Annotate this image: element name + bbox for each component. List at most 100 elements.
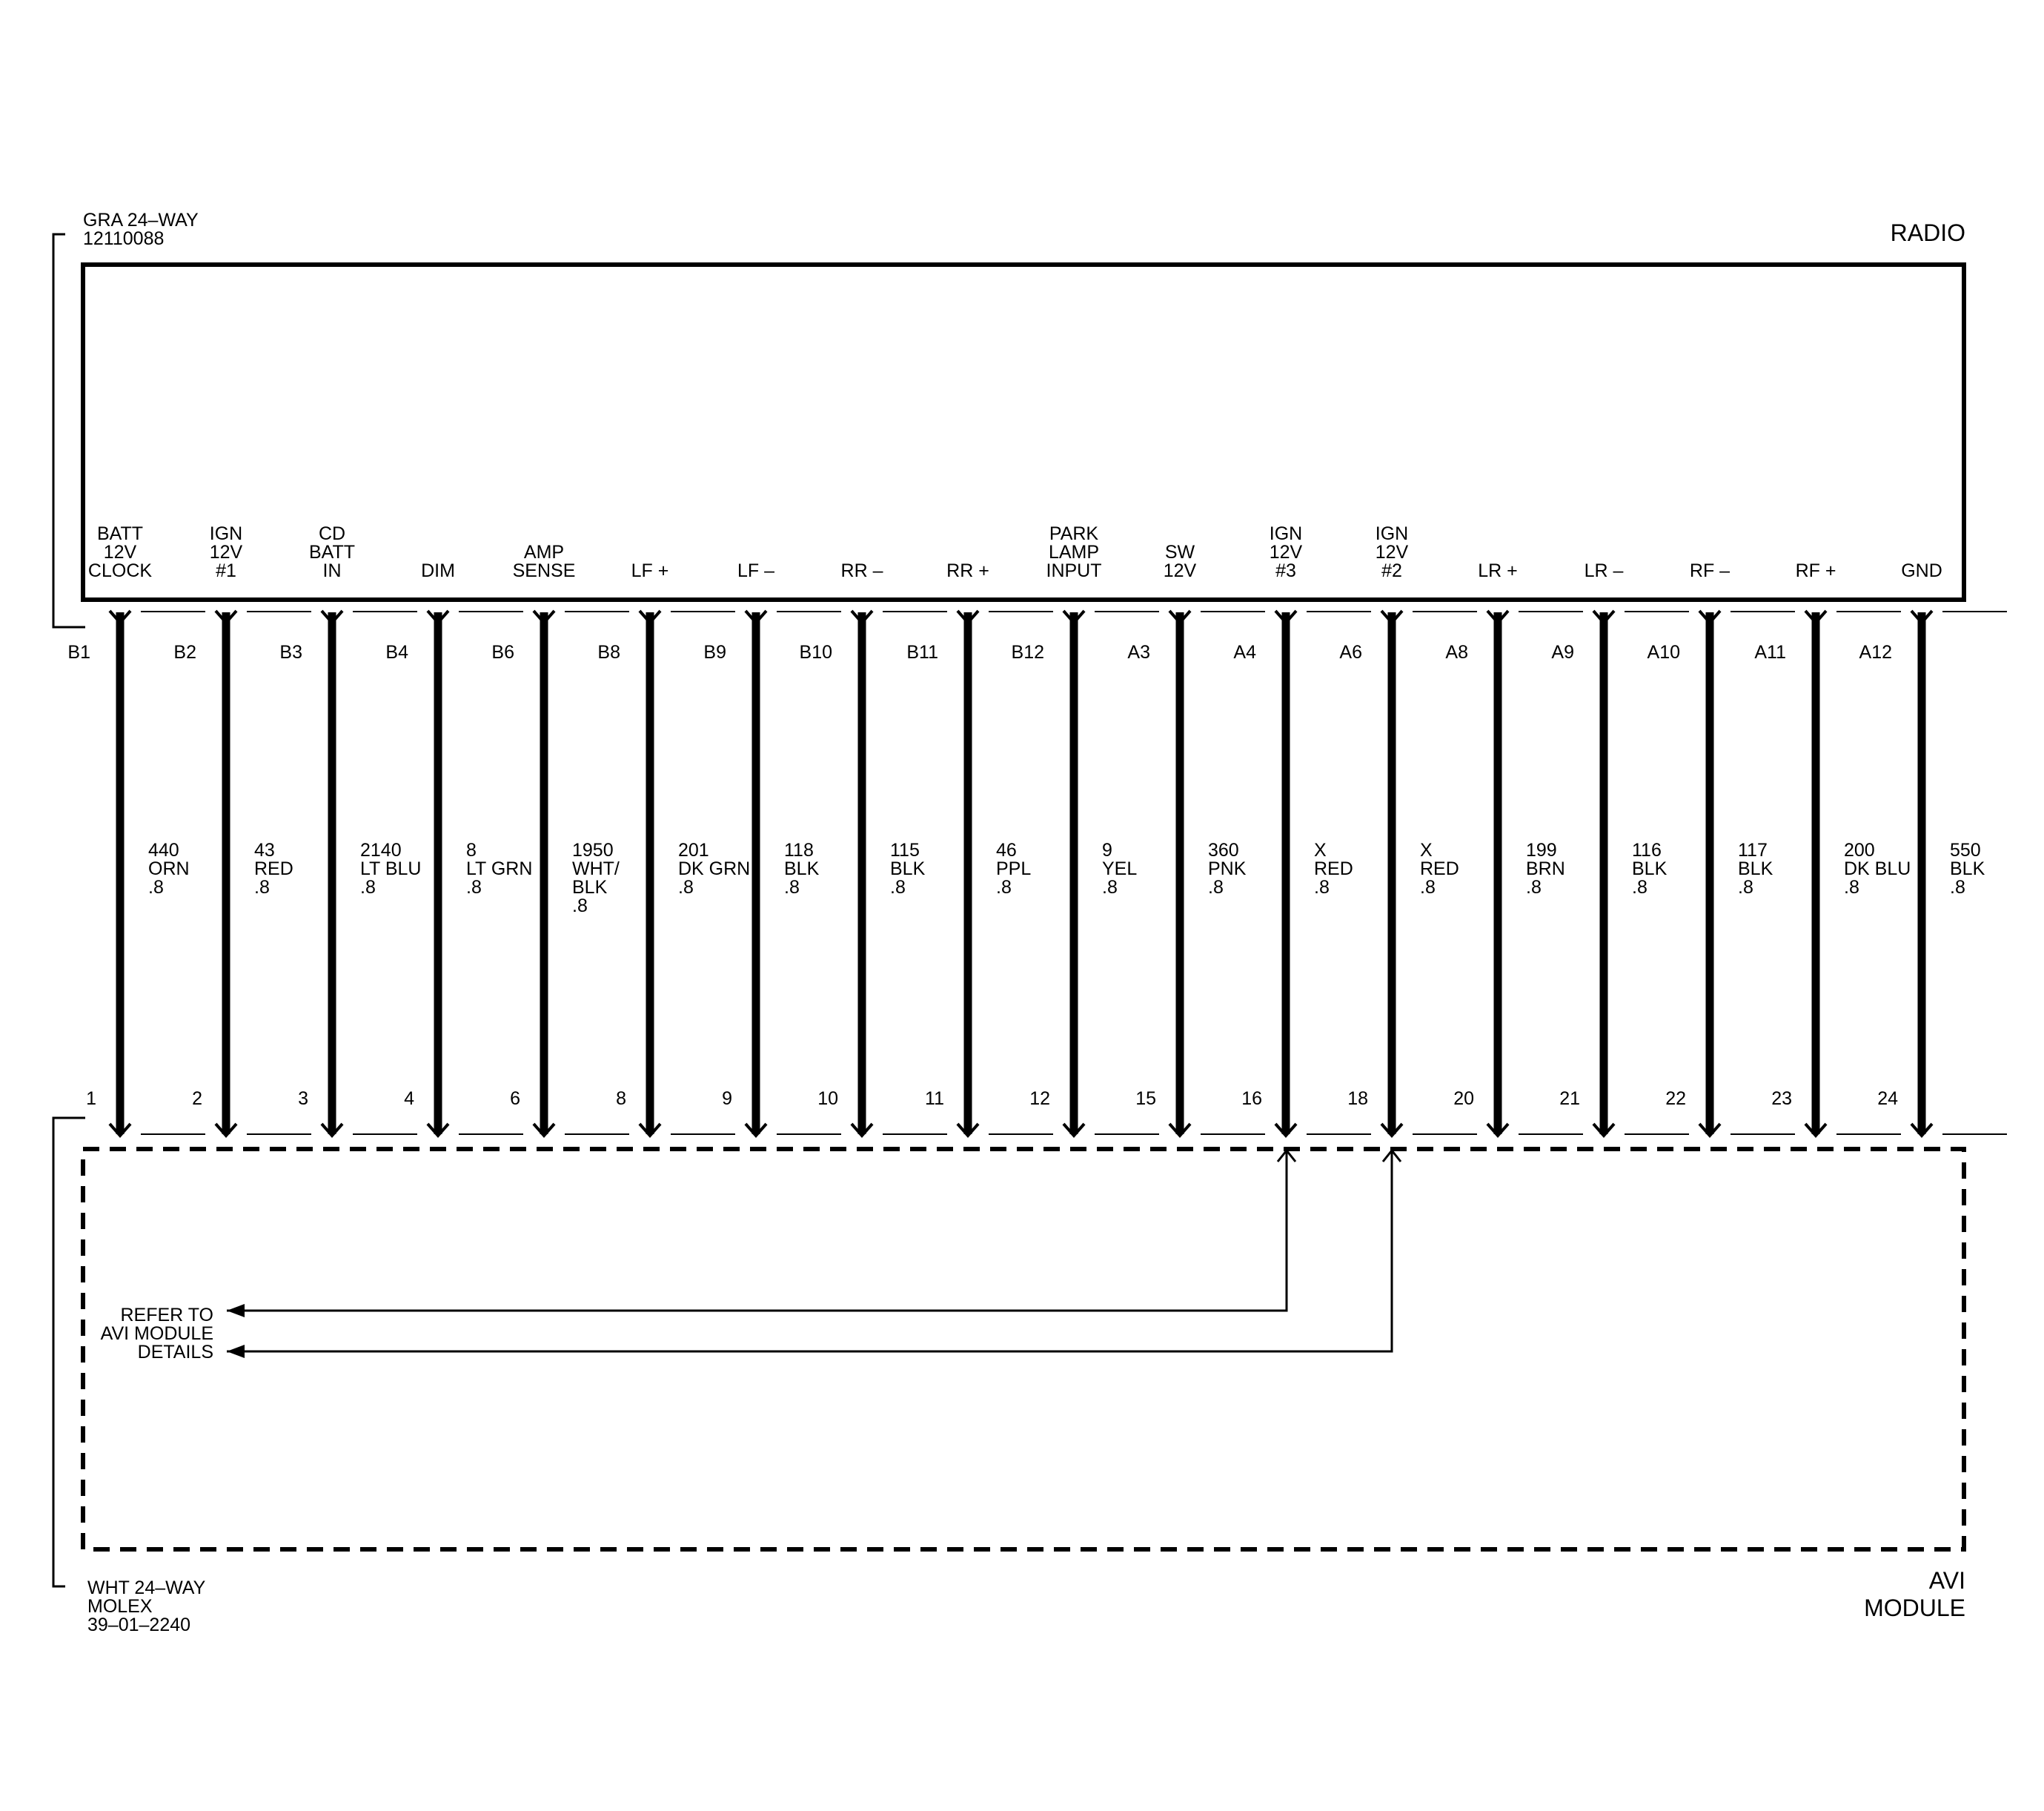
- bottom-terminal-mark: [850, 1122, 874, 1139]
- pin-function-label: RF –: [1690, 560, 1730, 581]
- top-pin-label: A10: [1648, 642, 1680, 663]
- refer-note-line-3: DETAILS: [138, 1342, 213, 1363]
- pin-function-label: RF +: [1796, 560, 1836, 581]
- top-pin-label: A11: [1754, 642, 1786, 663]
- pin-function-label: 12V: [104, 542, 137, 563]
- bottom-pin-label: 24: [1877, 1088, 1898, 1109]
- wire-spec-label: LT BLU: [360, 858, 421, 879]
- bottom-pin-label: 18: [1347, 1088, 1368, 1109]
- wire-spec-label: .8: [1738, 877, 1753, 898]
- avi-label-line-1: AVI: [1929, 1567, 1965, 1594]
- pin-function-label: CD: [319, 523, 345, 544]
- bottom-terminal-mark: [1804, 1122, 1828, 1139]
- wire-spec-label: .8: [996, 877, 1012, 898]
- pin-function-label: IN: [323, 560, 342, 581]
- pin-function-label: GND: [1901, 560, 1942, 581]
- wire-spec-label: BLK: [784, 858, 820, 879]
- top-terminal-mark: [108, 609, 132, 626]
- top-terminal-mark: [426, 609, 450, 626]
- bottom-terminal-mark: [214, 1122, 238, 1139]
- wire-spec-label: RED: [1420, 858, 1459, 879]
- top-terminal-mark: [532, 609, 556, 626]
- wire-spec-label: PPL: [996, 858, 1031, 879]
- top-pin-label: B12: [1012, 642, 1044, 663]
- bottom-terminal-mark: [1698, 1122, 1722, 1139]
- wire-spec-label: 118: [784, 840, 814, 861]
- wire-spec-label: 1950: [572, 840, 614, 861]
- refer-note-line-1: REFER TO: [121, 1305, 214, 1325]
- radio-label: RADIO: [1891, 219, 1965, 246]
- bottom-pin-label: 9: [722, 1088, 732, 1109]
- wire-spec-label: 43: [254, 840, 275, 861]
- top-terminal-mark: [1062, 609, 1086, 626]
- bottom-terminal-mark: [1380, 1122, 1404, 1139]
- wire-spec-label: 115: [890, 840, 920, 861]
- pin-function-label: BATT: [97, 523, 143, 544]
- top-terminal-mark: [850, 609, 874, 626]
- bottom-terminal-mark: [1592, 1122, 1616, 1139]
- wire-spec-label: X: [1314, 840, 1327, 861]
- bottom-terminal-mark: [638, 1122, 662, 1139]
- pin-function-label: CLOCK: [88, 560, 152, 581]
- circuit-group: BATT12VCLOCKB11440ORN.8IGN12V#1B2243RED.…: [67, 523, 2007, 1139]
- top-terminal-mark: [956, 609, 980, 626]
- wire-spec-label: PNK: [1208, 858, 1247, 879]
- wire-spec-label: 46: [996, 840, 1017, 861]
- pin-function-label: IGN: [1270, 523, 1302, 544]
- bottom-pin-label: 11: [925, 1088, 944, 1109]
- wire-spec-label: LT GRN: [466, 858, 532, 879]
- bottom-pin-label: 15: [1135, 1088, 1156, 1109]
- wire-spec-label: 116: [1632, 840, 1662, 861]
- wire-spec-label: 201: [678, 840, 709, 861]
- pin-function-label: #3: [1275, 560, 1296, 581]
- refer-arrowhead-ign2: [227, 1345, 245, 1358]
- bottom-pin-label: 1: [86, 1088, 96, 1109]
- bottom-terminal-mark: [1910, 1122, 1934, 1139]
- bottom-pin-label: 3: [298, 1088, 308, 1109]
- wire-spec-label: 9: [1102, 840, 1112, 861]
- top-pin-label: B6: [491, 642, 514, 663]
- wire-spec-label: .8: [1632, 877, 1648, 898]
- pin-function-label: LF –: [737, 560, 774, 581]
- refer-note: REFER TO AVI MODULE DETAILS: [101, 1148, 1402, 1363]
- bottom-terminal-mark: [108, 1122, 132, 1139]
- bottom-connector-line-3: 39–01–2240: [87, 1615, 190, 1635]
- pin-function-label: LAMP: [1049, 542, 1099, 563]
- pin-function-label: BATT: [309, 542, 355, 563]
- top-terminal-mark: [1380, 609, 1404, 626]
- top-connector-line-2: 12110088: [83, 228, 164, 249]
- wire-spec-label: .8: [784, 877, 800, 898]
- top-pin-label: B10: [800, 642, 832, 663]
- pin-function-label: 12V: [1164, 560, 1197, 581]
- pin-function-label: IGN: [1376, 523, 1408, 544]
- bottom-terminal-mark: [320, 1122, 344, 1139]
- pin-function-label: #1: [216, 560, 236, 581]
- wire-spec-label: RED: [1314, 858, 1353, 879]
- top-terminal-mark: [1910, 609, 1934, 626]
- refer-note-line-2: AVI MODULE: [101, 1323, 213, 1344]
- wire-spec-label: BRN: [1526, 858, 1565, 879]
- wire-spec-label: 360: [1208, 840, 1239, 861]
- wire-spec-label: .8: [1950, 877, 1965, 898]
- top-pin-label: A4: [1233, 642, 1256, 663]
- top-pin-label: B11: [906, 642, 938, 663]
- wire-spec-label: .8: [1102, 877, 1118, 898]
- wire-spec-label: BLK: [1738, 858, 1773, 879]
- wire-spec-label: .8: [1420, 877, 1436, 898]
- pin-function-label: LR –: [1585, 560, 1624, 581]
- pin-function-label: #2: [1381, 560, 1402, 581]
- pin-function-label: 12V: [1270, 542, 1303, 563]
- pin-function-label: RR +: [946, 560, 989, 581]
- bottom-terminal-mark: [956, 1122, 980, 1139]
- bottom-pin-label: 16: [1241, 1088, 1262, 1109]
- top-pin-label: B1: [67, 642, 90, 663]
- wire-spec-label: DK GRN: [678, 858, 750, 879]
- wire-spec-label: .8: [360, 877, 376, 898]
- ign2-receptacle-mark: [1381, 1148, 1402, 1162]
- bottom-pin-label: 2: [192, 1088, 202, 1109]
- top-pin-label: B3: [279, 642, 302, 663]
- wire-spec-label: WHT/: [572, 858, 620, 879]
- pin-function-label: IGN: [210, 523, 242, 544]
- top-terminal-mark: [1592, 609, 1616, 626]
- wire-spec-label: .8: [148, 877, 164, 898]
